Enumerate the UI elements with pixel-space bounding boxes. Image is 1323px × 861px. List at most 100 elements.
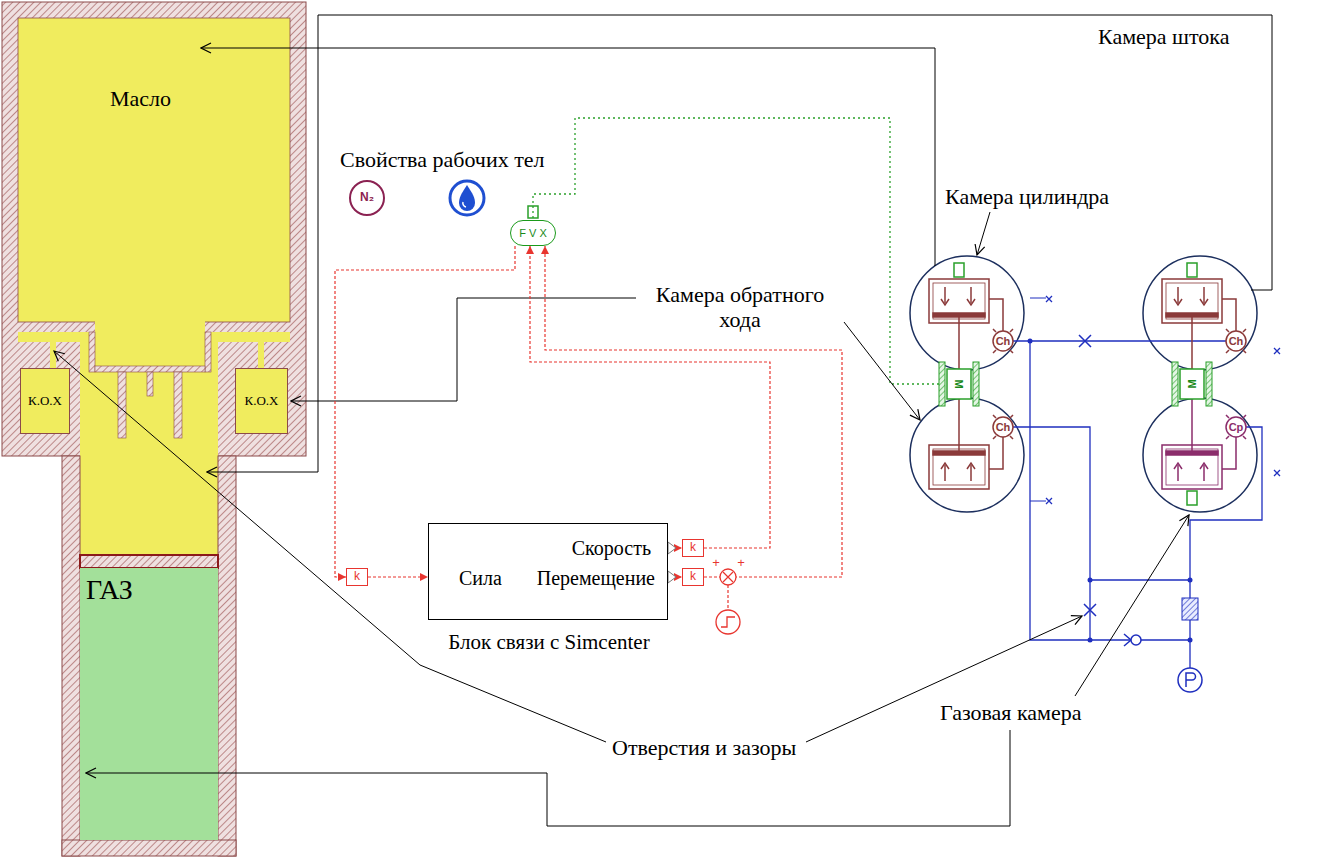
chamber-name: Масло <box>110 86 171 111</box>
sign-label: + <box>737 556 745 571</box>
cup-bottom <box>95 366 205 372</box>
input-label: Сила <box>459 567 502 590</box>
gain-block: k <box>682 539 704 557</box>
chamber-abbrev: К.О.Х <box>245 394 279 409</box>
summer-symbol <box>723 572 733 582</box>
piston-chamber-symbol <box>1162 279 1246 369</box>
section-label: Свойства рабочих тел <box>340 147 545 172</box>
gain-text: k <box>690 570 696 584</box>
signal-wire <box>727 585 728 610</box>
orifice-symbol <box>1084 604 1096 616</box>
leader-line <box>1075 515 1189 696</box>
fluid-icons <box>350 181 484 215</box>
chamber-name: ГАЗ <box>86 574 133 606</box>
chamber-abbrev: К.О.Х <box>28 394 62 409</box>
leader-lines <box>54 15 1272 826</box>
output-port <box>668 542 676 554</box>
gain-text: k <box>690 541 696 555</box>
junction-dot <box>1088 578 1093 583</box>
port-symbol <box>1187 263 1197 277</box>
chamber-circle <box>1143 398 1257 512</box>
orifice-symbol <box>1079 335 1091 347</box>
mass-symbol <box>939 362 945 406</box>
constant-source-symbol <box>716 610 740 634</box>
piston-chamber-symbol <box>929 399 1013 489</box>
chamber-circle <box>910 398 1024 512</box>
sensor-mark <box>1046 296 1280 504</box>
chamber-circle <box>1143 256 1257 370</box>
port-symbol <box>528 206 538 218</box>
piston-chamber-symbol <box>929 279 1013 369</box>
mass-symbol <box>1206 362 1212 406</box>
cup-wall <box>89 332 95 372</box>
mass-symbol <box>1172 362 1178 406</box>
leader-line <box>844 322 920 420</box>
simcenter-block: Блок связи с SimcenterСилаСкоростьПереме… <box>428 523 668 620</box>
output-port <box>668 571 676 583</box>
pressure-source-glyph <box>1186 673 1196 687</box>
junction-dot <box>1028 339 1033 344</box>
symbol-label: Cp <box>1229 421 1244 434</box>
leader-line <box>86 730 1010 826</box>
tube-cap <box>62 840 236 856</box>
mass-symbol <box>973 362 979 406</box>
cup-wall <box>205 332 211 372</box>
tube-wall <box>218 456 236 856</box>
gain-block: k <box>346 568 368 586</box>
stem <box>174 372 182 438</box>
gas-chamber: ГАЗ <box>80 568 218 840</box>
icon-label: N₂ <box>360 191 374 205</box>
chamber-label: Камера штока <box>1098 24 1229 49</box>
mass-label: M <box>1186 379 1199 388</box>
leader-line <box>201 48 935 266</box>
liquid-icon <box>450 181 484 215</box>
output-label: Скорость <box>572 537 651 560</box>
port-symbol <box>1187 491 1197 505</box>
signal-connector <box>368 576 428 577</box>
hydraulic-wires <box>1013 341 1262 668</box>
junction-dot <box>1188 578 1193 583</box>
output-label: Перемещение <box>537 567 655 590</box>
hole <box>258 342 264 368</box>
leader-line <box>977 212 990 255</box>
check-valve-symbol <box>1131 635 1141 645</box>
callout-label: Газовая камера <box>940 700 1082 725</box>
gain-block: k <box>682 568 704 586</box>
oil-volume <box>18 18 290 322</box>
chamber-label: Камера обратного хода <box>640 282 840 333</box>
check-valve-symbol <box>1124 634 1131 646</box>
hydraulic-model <box>910 256 1280 692</box>
gas-volume <box>80 568 218 840</box>
strut-illustration <box>2 2 306 856</box>
fvx-element: F V X <box>510 220 556 246</box>
summer-symbol <box>720 569 736 585</box>
symbol-label: Ch <box>1229 335 1244 348</box>
leader-line <box>806 616 1082 742</box>
tube-wall <box>62 456 80 856</box>
drop-highlight <box>463 202 466 207</box>
symbol-label: Ch <box>996 335 1011 348</box>
gas-chamber-symbol <box>1162 399 1246 489</box>
block-caption: Блок связи с Simcenter <box>448 630 649 654</box>
mechanical-link <box>533 118 939 384</box>
port-symbol <box>954 263 964 277</box>
stem <box>147 372 153 396</box>
chamber-label: Камера цилиндра <box>945 184 1109 209</box>
pressure-source-symbol <box>1178 668 1202 692</box>
mass-label: M <box>953 379 966 388</box>
sign-label: + <box>712 556 720 571</box>
mass-symbol <box>947 369 971 399</box>
callout-label: Отверстия и зазоры <box>612 735 796 760</box>
cup-opening <box>95 320 205 334</box>
port-letters: F V X <box>519 227 547 240</box>
junction-dot <box>1188 638 1193 643</box>
return-chamber-box: К.О.Х <box>235 368 288 434</box>
symbol-label: Ch <box>996 421 1011 434</box>
valve-symbol <box>1182 598 1198 620</box>
gas-icon <box>350 181 384 215</box>
